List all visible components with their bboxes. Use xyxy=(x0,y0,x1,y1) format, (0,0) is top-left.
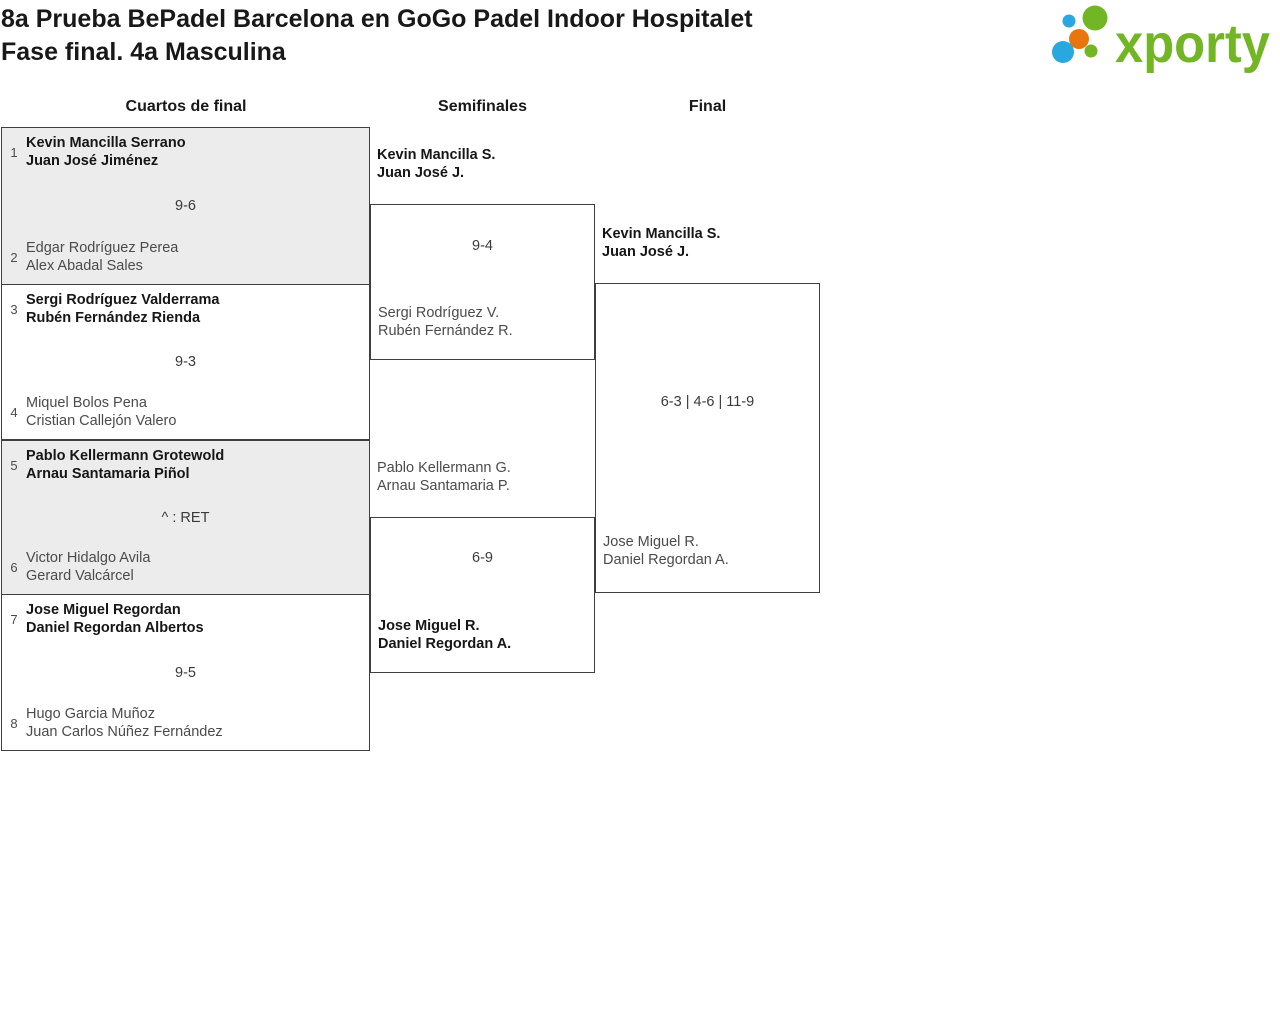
column-header-final: Final xyxy=(688,98,727,115)
match-score: 9-5 xyxy=(175,664,196,681)
xporty-logo[interactable]: xporty xyxy=(1048,0,1278,80)
logo-dot-green-large xyxy=(1082,5,1108,31)
player-name: Miquel Bolos Pena xyxy=(26,395,147,411)
team-names: Pablo Kellermann G. Arnau Santamaria P. xyxy=(377,460,511,495)
team-names: Jose Miguel R. Daniel Regordan A. xyxy=(378,618,511,653)
page-title: 8a Prueba BePadel Barcelona en GoGo Pade… xyxy=(1,3,753,69)
player-name: Juan José J. xyxy=(377,164,465,181)
team-names: Kevin Mancilla S. Juan José J. xyxy=(377,147,495,182)
player-name: Victor Hidalgo Avila xyxy=(26,550,151,566)
semifinal-1-top-team: Kevin Mancilla S. Juan José J. xyxy=(377,147,495,182)
team-names: Edgar Rodríguez Perea Alex Abadal Sales xyxy=(26,240,178,275)
player-name: Jose Miguel Regordan xyxy=(26,602,181,618)
seed-number: 7 xyxy=(10,612,18,627)
player-name: Sergi Rodríguez Valderrama xyxy=(26,292,220,308)
match-score: 6-9 xyxy=(472,550,493,566)
player-name: Sergi Rodríguez V. xyxy=(378,305,500,321)
player-name: Hugo Garcia Muñoz xyxy=(26,706,155,722)
team-entry: 6 Victor Hidalgo Avila Gerard Valcárcel xyxy=(2,550,369,585)
match-semifinal-2: 6-9 Jose Miguel R. Daniel Regordan A. xyxy=(370,517,595,673)
semifinal-2-bottom-team: Jose Miguel R. Daniel Regordan A. xyxy=(378,618,511,653)
player-name: Edgar Rodríguez Perea xyxy=(26,240,179,256)
team-entry: 2 Edgar Rodríguez Perea Alex Abadal Sale… xyxy=(2,240,369,275)
match-final: 6-3 | 4-6 | 11-9 Jose Miguel R. Daniel R… xyxy=(595,283,820,593)
team-entry: 3 Sergi Rodríguez Valderrama Rubén Ferná… xyxy=(2,292,369,327)
match-semifinal-1: 9-4 Sergi Rodríguez V. Rubén Fernández R… xyxy=(370,204,595,360)
player-name: Pablo Kellermann G. xyxy=(377,460,511,476)
player-name: Juan Carlos Núñez Fernández xyxy=(26,723,223,740)
seed-number: 4 xyxy=(10,405,18,420)
logo-dot-blue-large xyxy=(1052,41,1074,63)
team-entry: 8 Hugo Garcia Muñoz Juan Carlos Núñez Fe… xyxy=(2,706,369,741)
team-names: Sergi Rodríguez V. Rubén Fernández R. xyxy=(378,305,513,340)
player-name: Gerard Valcárcel xyxy=(26,567,134,584)
seed-number: 8 xyxy=(10,716,18,731)
player-name: Jose Miguel R. xyxy=(603,534,699,550)
player-name: Rubén Fernández R. xyxy=(378,322,513,339)
team-names: Victor Hidalgo Avila Gerard Valcárcel xyxy=(26,550,150,585)
final-top-team: Kevin Mancilla S. Juan José J. xyxy=(602,226,720,261)
column-header-quarterfinals: Cuartos de final xyxy=(125,98,247,115)
player-name: Cristian Callejón Valero xyxy=(26,412,177,429)
player-name: Kevin Mancilla S. xyxy=(377,147,496,163)
match-score: 9-3 xyxy=(175,354,196,370)
team-names: Kevin Mancilla Serrano Juan José Jiménez xyxy=(26,135,186,170)
seed-number: 3 xyxy=(10,302,18,317)
player-name: Juan José J. xyxy=(602,243,690,260)
match-score: 9-6 xyxy=(175,198,196,214)
team-names: Jose Miguel R. Daniel Regordan A. xyxy=(603,534,729,569)
team-names: Miquel Bolos Pena Cristian Callejón Vale… xyxy=(26,395,176,430)
match-quarterfinal-2: 3 Sergi Rodríguez Valderrama Rubén Ferná… xyxy=(1,284,370,440)
team-entry: 7 Jose Miguel Regordan Daniel Regordan A… xyxy=(2,602,369,637)
logo-dot-orange xyxy=(1069,29,1089,49)
team-names: Jose Miguel Regordan Daniel Regordan Alb… xyxy=(26,602,204,637)
match-score: 6-3 | 4-6 | 11-9 xyxy=(660,394,755,410)
player-name: Pablo Kellermann Grotewold xyxy=(26,448,225,464)
match-score: 9-4 xyxy=(472,238,493,254)
page-title-line1: 8a Prueba BePadel Barcelona en GoGo Pade… xyxy=(1,5,753,33)
team-names: Hugo Garcia Muñoz Juan Carlos Núñez Fern… xyxy=(26,706,223,741)
team-entry: 1 Kevin Mancilla Serrano Juan José Jimén… xyxy=(2,135,369,170)
player-name: Arnau Santamaria P. xyxy=(377,477,510,494)
player-name: Arnau Santamaria Piñol xyxy=(26,465,190,482)
seed-number: 2 xyxy=(10,250,18,265)
player-name: Daniel Regordan Albertos xyxy=(26,619,204,636)
column-header-semifinals: Semifinales xyxy=(438,98,527,115)
final-bottom-team: Jose Miguel R. Daniel Regordan A. xyxy=(603,534,729,569)
semifinal-1-bottom-team: Sergi Rodríguez V. Rubén Fernández R. xyxy=(378,305,513,340)
match-quarterfinal-3: 5 Pablo Kellermann Grotewold Arnau Santa… xyxy=(1,440,370,595)
team-names: Sergi Rodríguez Valderrama Rubén Fernánd… xyxy=(26,292,219,327)
player-name: Alex Abadal Sales xyxy=(26,257,143,274)
logo-wordmark: xporty xyxy=(1115,14,1270,74)
player-name: Daniel Regordan A. xyxy=(603,551,729,568)
player-name: Juan José Jiménez xyxy=(26,152,159,169)
match-quarterfinal-1: 1 Kevin Mancilla Serrano Juan José Jimén… xyxy=(1,127,370,285)
team-entry: 4 Miquel Bolos Pena Cristian Callejón Va… xyxy=(2,395,369,430)
match-score: ^ : RET xyxy=(161,509,210,526)
team-entry: 5 Pablo Kellermann Grotewold Arnau Santa… xyxy=(2,448,369,483)
semifinal-2-top-team: Pablo Kellermann G. Arnau Santamaria P. xyxy=(377,460,511,495)
player-name: Kevin Mancilla S. xyxy=(602,226,721,242)
team-names: Pablo Kellermann Grotewold Arnau Santama… xyxy=(26,448,224,483)
logo-dot-blue-small xyxy=(1062,14,1076,28)
match-quarterfinal-4: 7 Jose Miguel Regordan Daniel Regordan A… xyxy=(1,594,370,751)
logo-dot-green-small xyxy=(1084,44,1098,58)
page-title-line2: Fase final. 4a Masculina xyxy=(1,38,286,66)
team-names: Kevin Mancilla S. Juan José J. xyxy=(602,226,720,261)
player-name: Daniel Regordan A. xyxy=(378,635,512,652)
player-name: Rubén Fernández Rienda xyxy=(26,309,201,326)
player-name: Jose Miguel R. xyxy=(378,618,480,634)
seed-number: 1 xyxy=(10,145,18,160)
seed-number: 6 xyxy=(10,560,18,575)
seed-number: 5 xyxy=(10,458,18,473)
player-name: Kevin Mancilla Serrano xyxy=(26,135,186,151)
